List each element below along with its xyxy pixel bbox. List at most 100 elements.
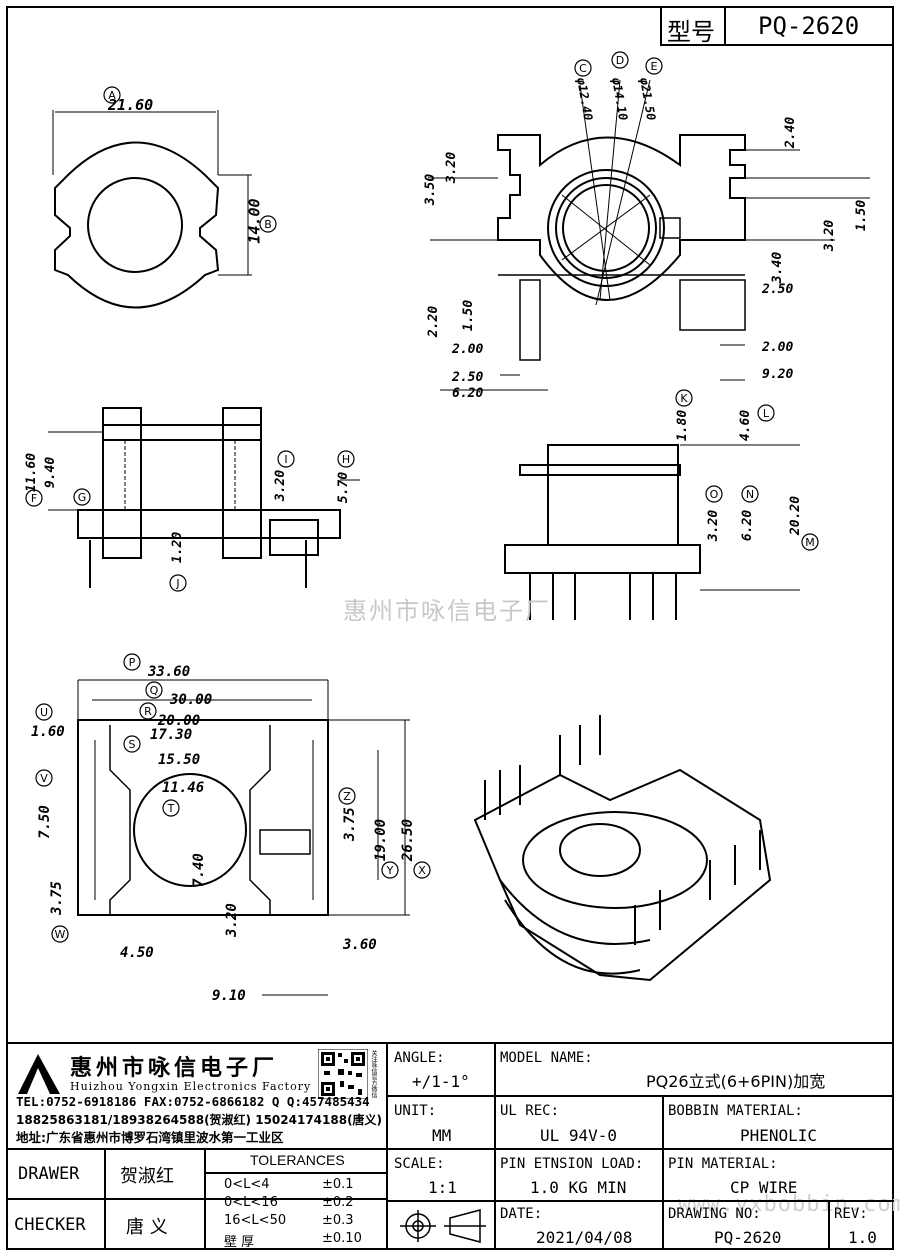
dim-2-50-a: 2.50 <box>762 282 794 297</box>
svg-text:Y: Y <box>386 864 394 877</box>
sheet-border <box>6 6 894 1250</box>
svg-text:F: F <box>31 492 37 505</box>
drawing-no-label: DRAWING NO: <box>668 1206 761 1222</box>
drawer-label: DRAWER <box>18 1164 80 1184</box>
marker-L: L <box>757 404 775 422</box>
marker-J: J <box>169 574 187 592</box>
marker-A: A <box>103 86 121 104</box>
dim-O: 3.20 <box>706 509 722 542</box>
tol-value-4: ±0.10 <box>322 1231 362 1246</box>
marker-Q: Q <box>145 681 163 699</box>
watermark-company: 惠州市咏信电子厂 <box>343 597 551 625</box>
svg-text:S: S <box>129 738 136 751</box>
dim-3-60: 3.60 <box>343 937 377 953</box>
svg-text:D: D <box>616 54 624 67</box>
dim-9-10: 9.10 <box>212 988 246 1004</box>
svg-text:V: V <box>40 772 48 785</box>
dim-Y: 19.00 <box>373 818 390 862</box>
watermark-url: www.yxbobbin.com <box>678 1192 900 1217</box>
svg-text:T: T <box>167 802 175 815</box>
marker-P: P <box>123 653 141 671</box>
svg-text:G: G <box>78 491 87 504</box>
angle-value: +/1-1° <box>412 1072 470 1091</box>
bobbin-material-label: BOBBIN MATERIAL: <box>668 1103 803 1119</box>
tolerances-label: TOLERANCES <box>250 1152 345 1168</box>
dim-H: 5.70 <box>336 471 352 504</box>
ul-rec-label: UL REC: <box>500 1103 560 1119</box>
dim-V: 7.50 <box>36 805 53 839</box>
tol-value-1: ±0.1 <box>322 1177 354 1192</box>
dim-3-50: 3.50 <box>423 173 439 206</box>
rev-value: 1.0 <box>848 1228 877 1247</box>
svg-text:B: B <box>264 218 272 231</box>
dim-G: 9.40 <box>43 456 59 489</box>
dim-4-50: 4.50 <box>120 945 154 961</box>
dim-T2: 11.46 <box>162 780 205 796</box>
marker-W: W <box>51 925 69 943</box>
marker-X: X <box>413 861 431 879</box>
dim-3-20-c: 3.20 <box>223 903 240 937</box>
company-tel-fax: TEL:0752-6918186 FAX:0752-6866182 Q Q:45… <box>16 1094 370 1109</box>
tol-range-3: 16<L<50 <box>224 1213 287 1228</box>
dim-U: 1.60 <box>31 724 65 740</box>
header-box-divider <box>724 6 726 46</box>
svg-text:A: A <box>108 89 116 102</box>
company-name-en: Huizhou Yongxin Electronics Factory <box>70 1080 312 1093</box>
tol-range-4: 壁 厚 <box>224 1235 255 1250</box>
svg-text:L: L <box>763 407 770 420</box>
dim-Z: 3.75 <box>341 807 358 841</box>
dim-6-20: 6.20 <box>452 386 484 401</box>
marker-S: S <box>123 735 141 753</box>
dim-M: 20.20 <box>788 495 804 536</box>
dim-P: 33.60 <box>148 664 191 680</box>
projection-symbol-icon <box>400 1209 486 1243</box>
marker-K: K <box>675 389 693 407</box>
pin-material-label: PIN MATERIAL: <box>668 1156 778 1172</box>
pin-material-value: CP WIRE <box>730 1178 798 1197</box>
marker-O: O <box>705 485 723 503</box>
svg-text:N: N <box>746 488 754 501</box>
dim-2-40: 2.40 <box>783 116 799 149</box>
svg-text:I: I <box>284 453 287 466</box>
model-name-label: MODEL NAME: <box>500 1050 593 1066</box>
dim-9-20: 9.20 <box>762 367 794 382</box>
checker-label: CHECKER <box>14 1215 86 1235</box>
pin-load-label: PIN ETNSION LOAD: <box>500 1156 644 1172</box>
dim-A: 21.60 <box>108 96 154 114</box>
model-label: 型号 <box>667 18 715 46</box>
svg-text:H: H <box>342 453 350 466</box>
dim-3-40: 3.40 <box>770 251 786 284</box>
tol-range-1: 0<L<4 <box>224 1177 270 1192</box>
marker-V: V <box>35 769 53 787</box>
dim-L: 4.60 <box>738 409 754 442</box>
middle-right-view <box>504 444 800 620</box>
marker-H: H <box>337 450 355 468</box>
dim-W: 3.75 <box>48 881 65 915</box>
drawing-no-value: PQ-2620 <box>714 1228 782 1247</box>
header-box-bottom <box>660 44 894 46</box>
dim-2-20: 2.20 <box>426 305 442 338</box>
marker-U: U <box>35 703 53 721</box>
dim-2-00-a: 2.00 <box>452 342 484 357</box>
dim-B: 14.00 <box>245 198 264 244</box>
marker-D: D <box>611 51 629 69</box>
marker-M: M <box>801 533 819 551</box>
dim-N: 6.20 <box>740 509 756 542</box>
qr-caption: 关注咏信官方微信 <box>370 1050 377 1098</box>
qr-code-icon <box>318 1049 368 1099</box>
svg-text:E: E <box>651 60 658 73</box>
dim-K: 1.80 <box>675 409 691 442</box>
ul-rec-value: UL 94V-0 <box>540 1126 618 1145</box>
tol-value-3: ±0.3 <box>322 1213 354 1228</box>
date-value: 2021/04/08 <box>536 1228 633 1247</box>
company-address: 地址:广东省惠州市博罗石湾镇里波水第一工业区 <box>16 1130 284 1145</box>
svg-text:C: C <box>579 62 587 75</box>
dim-F: 11.60 <box>24 452 40 493</box>
top-right-view <box>430 79 870 391</box>
scale-label: SCALE: <box>394 1156 445 1172</box>
header-box-left <box>660 6 662 46</box>
dim-3-20-b: 3.20 <box>822 219 838 252</box>
